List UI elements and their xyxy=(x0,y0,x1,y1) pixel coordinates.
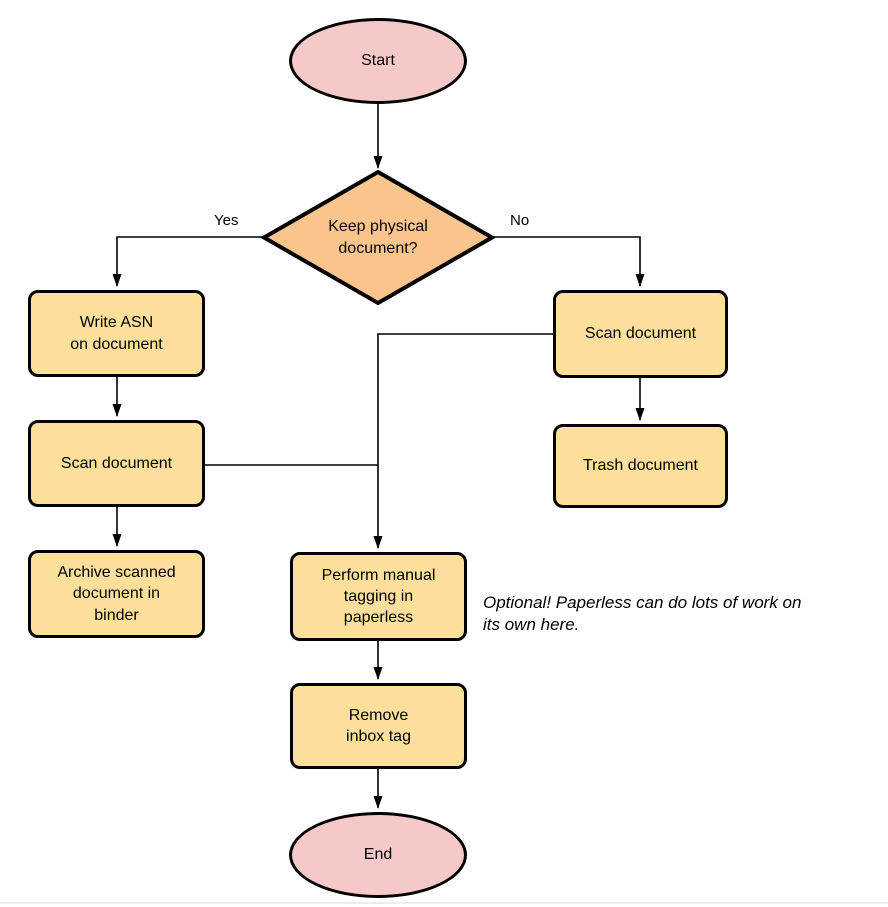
node-remove-inbox: Remove inbox tag xyxy=(290,683,467,769)
node-scan-right: Scan document xyxy=(553,290,728,378)
node-archive: Archive scanned document in binder xyxy=(28,550,205,638)
node-write-asn: Write ASN on document xyxy=(28,290,205,377)
node-scan-left: Scan document xyxy=(28,420,205,507)
node-tagging: Perform manual tagging in paperless xyxy=(290,552,467,641)
edge-label-no: No xyxy=(508,212,532,229)
decision-node-shape xyxy=(259,169,497,306)
node-decision: Keep physical document? xyxy=(328,218,428,257)
edge-decision-yes-to-write-asn xyxy=(112,236,264,287)
node-trash: Trash document xyxy=(553,424,728,508)
edge-decision-no-to-scan-right xyxy=(492,236,645,287)
page-bottom-border xyxy=(0,902,888,904)
edge-scan-right-to-tagging xyxy=(373,333,553,549)
node-end: End xyxy=(289,812,467,898)
node-start: Start xyxy=(289,18,467,104)
edge-label-yes: Yes xyxy=(212,212,241,229)
annotation-optional-note: Optional! Paperless can do lots of work … xyxy=(483,593,802,635)
